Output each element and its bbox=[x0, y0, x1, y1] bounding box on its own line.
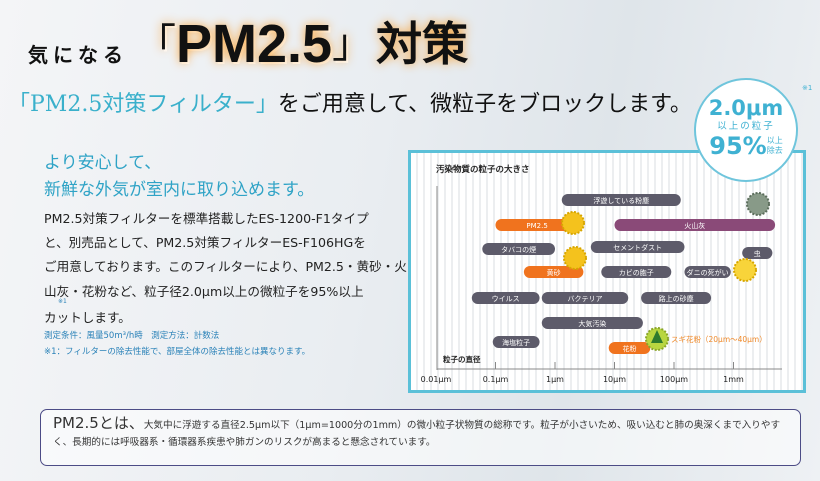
bar-ウイルス bbox=[471, 292, 540, 304]
bar-label: 黄砂 bbox=[547, 268, 561, 277]
performance-badge: 2.0μm 以上の粒子 95%以上除去 bbox=[694, 78, 798, 182]
lead-line-2: 新鮮な外気が室内に取り込めます。 bbox=[44, 180, 315, 200]
measurement-note: 測定条件：風量50m³/h時 測定方法：計数法 bbox=[44, 331, 220, 341]
badge-suffix-b: 除去 bbox=[766, 146, 783, 155]
x-tick-label: 1mm bbox=[723, 375, 744, 384]
volcanic-ash-icon bbox=[746, 192, 770, 216]
bar-カビの胞子 bbox=[601, 266, 672, 278]
cedar-pollen-annotation: スギ花粉（20μm〜40μm） bbox=[671, 334, 767, 344]
lead-line-1: より安心して、 bbox=[44, 153, 162, 173]
bar-label: カビの胞子 bbox=[619, 268, 654, 277]
body-line: 山灰・花粉など、粒子径2.0μm以上の微粒子を95%以上 bbox=[44, 284, 364, 299]
body-line: ご用意しております。このフィルターにより、PM2.5・黄砂・火 bbox=[44, 259, 407, 274]
bar-セメントダスト bbox=[590, 241, 685, 253]
pm25-text: PM2.5 bbox=[176, 14, 333, 74]
bar-label: 虫 bbox=[754, 249, 761, 258]
bar-label: セメントダスト bbox=[613, 243, 662, 252]
bracket-close: 」 bbox=[332, 21, 373, 67]
subheading-rest: をご用意して、微粒子をブロックします。 bbox=[277, 92, 692, 117]
bar-label: タバコの煙 bbox=[501, 245, 536, 254]
bar-タバコの煙 bbox=[482, 243, 555, 255]
pm25-particle-icon bbox=[561, 211, 585, 235]
bar-ダニの死がい bbox=[684, 266, 731, 278]
bar-PM2.5 bbox=[495, 219, 579, 231]
badge-suffix-a: 以上 bbox=[766, 136, 783, 145]
bar-大気汚染 bbox=[541, 317, 643, 329]
headline-suffix: 対策 bbox=[376, 17, 469, 71]
bar-label: ウイルス bbox=[492, 295, 520, 303]
bar-label: ダニの死がい bbox=[687, 268, 729, 277]
headline-prefix: 気になる bbox=[28, 43, 128, 67]
footnote: ※1：フィルターの除去性能で、部屋全体の除去性能とは異なります。 bbox=[44, 347, 311, 357]
bar-花粉 bbox=[608, 342, 651, 354]
bar-label: 海塩粒子 bbox=[502, 338, 530, 347]
bar-虫 bbox=[742, 247, 773, 259]
bar-浮遊している粉塵 bbox=[561, 194, 681, 206]
body-line: と、別売品として、PM2.5対策フィルターES-F106HGを bbox=[44, 235, 366, 250]
badge-note: ※1 bbox=[802, 84, 813, 92]
bar-label: バクテリア bbox=[568, 295, 603, 303]
footnote-mark: ※1 bbox=[58, 298, 67, 305]
badge-line2: 以上の粒子 bbox=[717, 121, 775, 132]
bar-label: PM2.5 bbox=[526, 222, 547, 230]
mite-particle-icon bbox=[733, 258, 757, 282]
bar-バクテリア bbox=[541, 292, 629, 304]
x-tick-label: 1μm bbox=[546, 375, 564, 384]
info-heading: PM2.5とは、 bbox=[53, 414, 144, 432]
bar-label: 浮遊している粉塵 bbox=[593, 196, 649, 205]
bar-黄砂 bbox=[523, 266, 584, 278]
x-tick-label: 10μm bbox=[603, 375, 626, 384]
bar-路上の砂塵 bbox=[641, 292, 712, 304]
bracket-open: 「 bbox=[136, 21, 176, 67]
subheading: 「PM2.5対策フィルター」をご用意して、微粒子をブロックします。 bbox=[8, 86, 692, 118]
headline-pm25: 「PM2.5」 bbox=[136, 12, 372, 76]
info-text: 大気中に浮遊する直径2.5μm以下（1μm=1000分の1mm）の微小粒子状物質… bbox=[53, 420, 781, 448]
badge-size: 2.0μm bbox=[708, 96, 784, 120]
badge-suffix: 以上除去 bbox=[767, 136, 783, 156]
body-line: PM2.5対策フィルターを標準搭載したES-1200-F1タイプ bbox=[44, 211, 369, 226]
yellow-sand-particle-icon bbox=[563, 246, 587, 270]
bar-label: 大気汚染 bbox=[578, 319, 606, 328]
pm25-info-box: PM2.5とは、大気中に浮遊する直径2.5μm以下（1μm=1000分の1mm）… bbox=[40, 409, 801, 466]
headline: 気になる 「PM2.5」 対策 bbox=[28, 4, 468, 76]
tree-icon bbox=[651, 330, 663, 343]
bar-海塩粒子 bbox=[492, 336, 540, 348]
badge-percent: 95% bbox=[709, 132, 767, 160]
x-axis-label: 粒子の直径 bbox=[443, 354, 481, 364]
x-tick-label: 100μm bbox=[660, 375, 688, 384]
bar-label: 路上の砂塵 bbox=[659, 294, 694, 303]
chart-title: 汚染物質の粒子の大きさ bbox=[436, 164, 530, 175]
subheading-filter: 「PM2.5対策フィルター」 bbox=[8, 92, 278, 117]
x-tick-label: 0.01μm bbox=[421, 375, 452, 384]
body-line: カットします。 bbox=[44, 310, 131, 325]
bar-label: 火山灰 bbox=[684, 221, 705, 230]
bar-label: 花粉 bbox=[623, 344, 637, 353]
bar-火山灰 bbox=[614, 219, 776, 231]
x-tick-label: 0.1μm bbox=[483, 375, 509, 384]
